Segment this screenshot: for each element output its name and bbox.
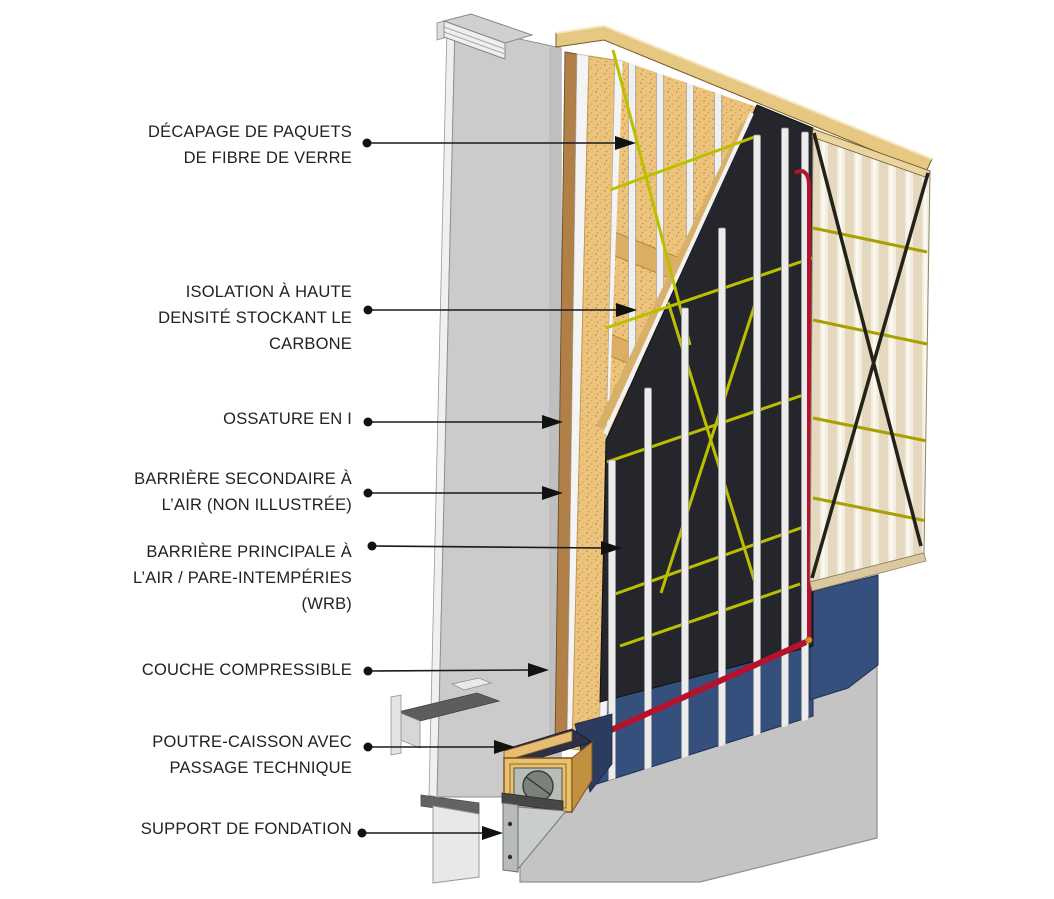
top-channel bbox=[436, 13, 534, 60]
existing-wall bbox=[390, 13, 562, 798]
arrowhead bbox=[601, 541, 622, 555]
i-joist-studs bbox=[608, 127, 809, 784]
leader-lines bbox=[357, 136, 637, 840]
label-foundation-support: SUPPORT DE FONDATION bbox=[140, 820, 352, 838]
arrowhead bbox=[494, 740, 515, 754]
label-box-beam: POUTRE-CAISSON AVEC PASSAGE TECHNIQUE bbox=[152, 733, 352, 777]
leader-high-density-insulation bbox=[363, 303, 637, 317]
foundation-bracket bbox=[501, 792, 567, 873]
leader-foundation-support bbox=[357, 826, 503, 840]
floor-channel bbox=[390, 677, 501, 756]
conduit-connector bbox=[805, 636, 813, 644]
service-conduit bbox=[793, 168, 811, 638]
label-high-density-insulation: ISOLATION À HAUTE DENSITÉ STOCKANT LE CA… bbox=[158, 283, 352, 353]
arrowhead bbox=[528, 663, 549, 677]
leader-compressible-layer bbox=[363, 663, 549, 677]
label-i-frame: OSSATURE EN I bbox=[223, 410, 352, 428]
label-secondary-air-barrier: BARRIÈRE SECONDAIRE À L’AIR (NON ILLUSTR… bbox=[134, 470, 352, 514]
leader-box-beam bbox=[363, 740, 515, 754]
arrowhead bbox=[482, 826, 503, 840]
arrowhead bbox=[616, 303, 637, 317]
leader-primary-air-barrier bbox=[367, 541, 622, 555]
membrane-fold-edge bbox=[603, 112, 754, 435]
leader-fiberglass-batt-stripping bbox=[362, 136, 636, 150]
label-fiberglass-batt-stripping: DÉCAPAGE DE PAQUETS DE FIBRE DE VERRE bbox=[148, 123, 352, 167]
strapping-yellow bbox=[605, 49, 813, 648]
sheathing-bottom-edge bbox=[809, 552, 927, 592]
label-primary-air-barrier: BARRIÈRE PRINCIPALE À L’AIR / PARE-INTEM… bbox=[132, 543, 352, 613]
arrowhead bbox=[615, 136, 636, 150]
leader-i-frame bbox=[363, 415, 563, 429]
arrowhead bbox=[542, 486, 563, 500]
label-compressible-layer: COUCHE COMPRESSIBLE bbox=[141, 661, 352, 679]
cross-bracing bbox=[810, 132, 930, 579]
exterior-sheathing bbox=[809, 128, 931, 592]
leader-secondary-air-barrier bbox=[363, 486, 563, 500]
arrowhead bbox=[542, 415, 563, 429]
